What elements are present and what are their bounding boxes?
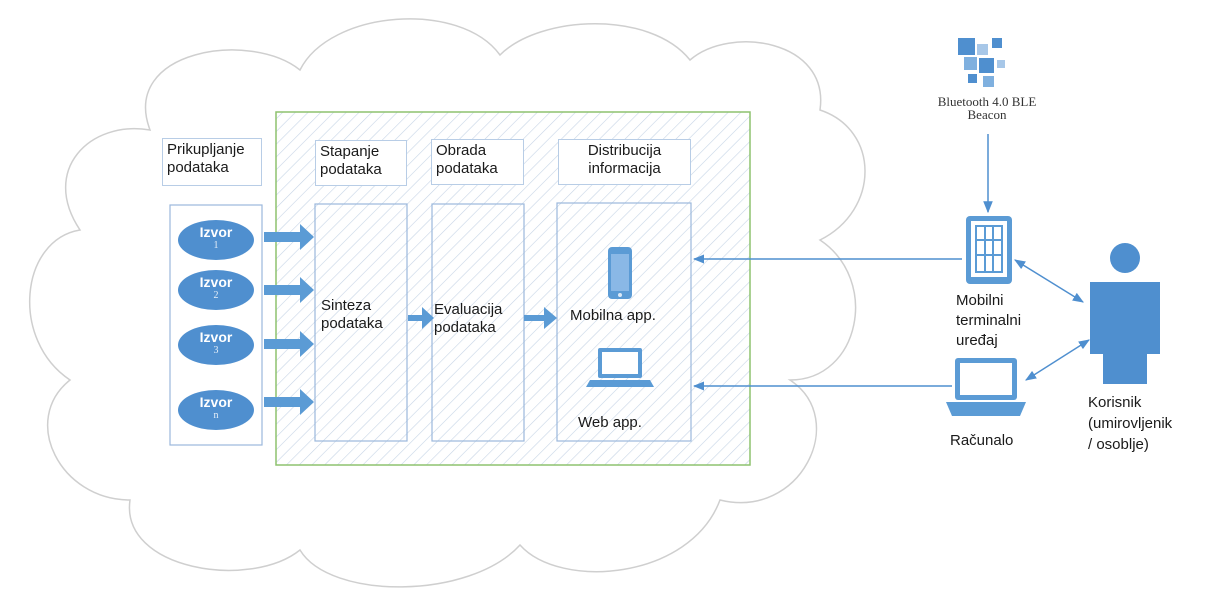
collection-header-line: Prikupljanje [167, 141, 245, 158]
mobile-terminal-label-line: Mobilni [956, 292, 1004, 309]
block-arrow [524, 307, 557, 329]
block-arrow [264, 331, 314, 357]
fusion-header-line: Stapanje [320, 143, 380, 160]
user-label-line: Korisnik [1088, 394, 1142, 411]
source-label: Izvor [199, 394, 233, 410]
source-label: Izvor [199, 224, 233, 240]
source-node: Izvor 2 [178, 270, 254, 310]
mobile-terminal-label-line: uređaj [956, 332, 998, 349]
evaluation-label: Evaluacija podataka [434, 301, 502, 337]
source-index: 3 [213, 345, 219, 356]
user-label-line: / osoblje) [1088, 436, 1149, 453]
distribution-header: Distribucija informacija [558, 139, 691, 185]
computer-icon [946, 358, 1026, 416]
block-arrow [264, 224, 314, 250]
block-arrow [264, 277, 314, 303]
web-app-label: Web app. [578, 414, 642, 431]
source-label: Izvor [199, 329, 233, 345]
user-label-line: (umirovljenik [1088, 415, 1173, 432]
source-index: 1 [213, 240, 219, 251]
beacon-label-line: Beacon [967, 107, 1007, 122]
processing-header-line: podataka [436, 160, 498, 177]
processing-header: Obrada podataka [431, 139, 524, 185]
processing-box [431, 203, 525, 442]
fusion-box [314, 203, 408, 442]
block-arrow [264, 389, 314, 415]
block-arrow [408, 307, 434, 329]
evaluation-label-line: podataka [434, 319, 496, 336]
distribution-box [556, 202, 692, 442]
source-node: Izvor 1 [178, 220, 254, 260]
collection-header-line: podataka [167, 159, 229, 176]
synthesis-label-line: podataka [321, 315, 383, 332]
source-node: Izvor 3 [178, 325, 254, 365]
user-icon [1090, 243, 1160, 384]
evaluation-label-line: Evaluacija [434, 301, 503, 318]
beacon-icon [958, 38, 1005, 87]
computer-label: Računalo [950, 432, 1014, 449]
source-label: Izvor [199, 274, 233, 290]
arrow-user-phone [1014, 259, 1084, 303]
distribution-header-line: Distribucija [587, 142, 662, 159]
beacon-label: Bluetooth 4.0 BLE Beacon [912, 95, 1062, 121]
source-node: Izvor n [178, 390, 254, 430]
smartphone-icon [608, 247, 632, 299]
fusion-header-line: podataka [320, 161, 382, 178]
source-index: 2 [213, 290, 219, 301]
mobile-terminal-label: Mobilni terminalni uređaj [956, 291, 1021, 351]
mobile-terminal-label-line: terminalni [956, 312, 1022, 329]
beacon-label-line: Bluetooth 4.0 BLE [937, 94, 1037, 109]
distribution-header-line: informacija [588, 160, 661, 177]
arrow-user-computer [1025, 339, 1090, 381]
synthesis-label-line: Sinteza [321, 297, 372, 314]
user-label: Korisnik (umirovljenik / osoblje) [1088, 392, 1172, 455]
mobile-terminal-icon [966, 216, 1012, 284]
source-arrows [264, 224, 557, 415]
laptop-icon [586, 348, 654, 387]
synthesis-label: Sinteza podataka [321, 297, 383, 333]
mobile-app-label: Mobilna app. [570, 307, 656, 324]
fusion-header: Stapanje podataka [315, 140, 407, 186]
source-index: n [213, 410, 219, 421]
collection-header: Prikupljanje podataka [162, 138, 262, 186]
processing-header-line: Obrada [436, 142, 487, 159]
